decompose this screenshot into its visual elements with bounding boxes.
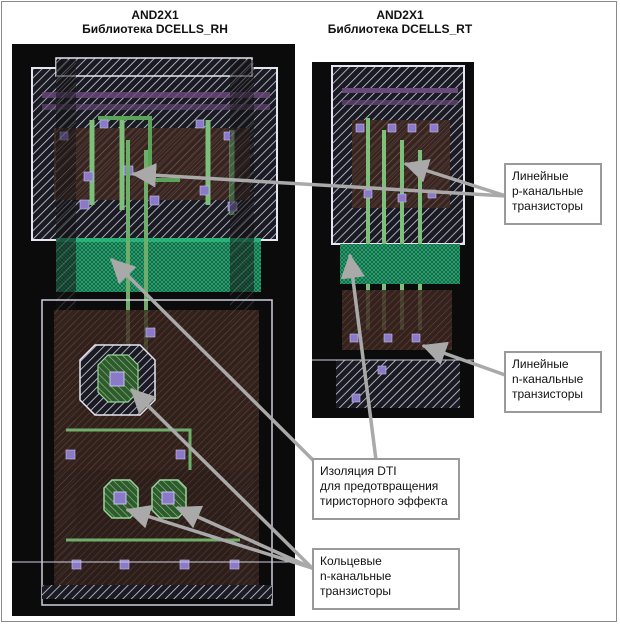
callout-line: Линейные: [512, 357, 569, 371]
title-right-line2: Библиотека DCELLS_RT: [327, 22, 473, 36]
arrow-ring-1: [130, 388, 314, 570]
arrow-dti-right: [340, 253, 378, 462]
callout-dti-isolation: Изоляция DTI для предотвращения тиристор…: [312, 458, 460, 520]
callout-linear-p-channel: Линейные p-канальные транзисторы: [504, 163, 602, 225]
callout-line: транзисторы: [320, 584, 392, 598]
callout-linear-n-channel: Линейные n-канальные транзисторы: [504, 351, 602, 413]
title-left-line1: AND2X1: [131, 8, 179, 22]
arrow-n-right: [421, 341, 510, 378]
arrow-p-left: [131, 163, 508, 198]
callout-line: для предотвращения: [320, 479, 439, 493]
arrow-p-right: [403, 159, 508, 198]
title-left-line2: Библиотека DCELLS_RH: [82, 22, 228, 36]
arrow-ring-3: [175, 505, 314, 570]
title-right-line1: AND2X1: [376, 8, 424, 22]
callout-line: транзисторы: [512, 387, 584, 401]
callout-line: n-канальные: [512, 372, 584, 386]
arrow-dti-left: [110, 258, 320, 467]
annotation-arrows: [110, 159, 510, 570]
arrow-ring-2: [125, 504, 314, 570]
callout-line: n-канальные: [320, 569, 392, 583]
callout-ring-n-channel: Кольцевые n-канальные транзисторы: [312, 548, 460, 610]
callout-line: Изоляция DTI: [320, 464, 397, 478]
callout-line: Линейные: [512, 169, 569, 183]
callout-line: p-канальные: [512, 184, 584, 198]
cell-left-rh: [12, 44, 295, 616]
callout-line: Кольцевые: [320, 554, 382, 568]
cell-right-rt: [312, 62, 474, 418]
callout-line: тиристорного эффекта: [320, 494, 448, 508]
title-left: AND2X1 Библиотека DCELLS_RH: [40, 8, 270, 36]
callout-line: транзисторы: [512, 199, 584, 213]
title-right: AND2X1 Библиотека DCELLS_RT: [300, 8, 500, 36]
